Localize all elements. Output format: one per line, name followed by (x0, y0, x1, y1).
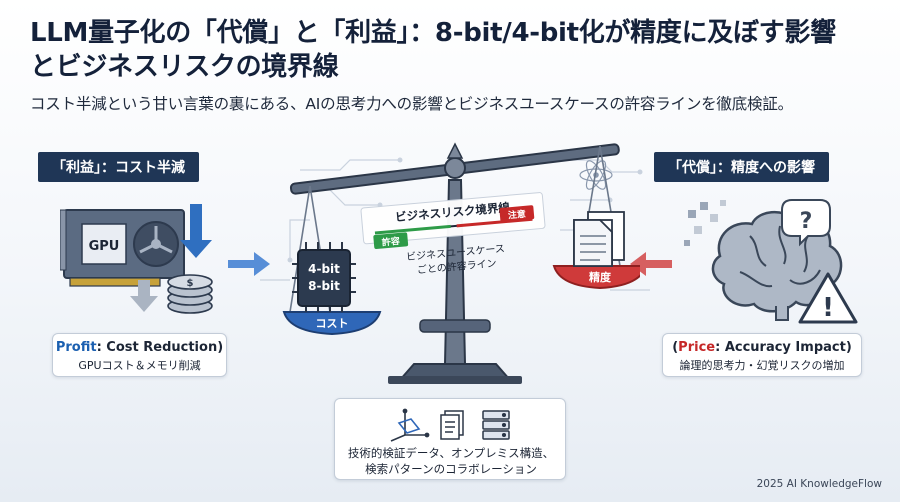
verification-line-2: 検索パターンのコラボレーション (365, 462, 537, 476)
price-heading-rest: : Accuracy Impact) (715, 340, 852, 355)
profit-box-heading: Profit: Cost Reduction) (53, 334, 226, 355)
caution-label: 注意 (507, 208, 526, 222)
brain-icon: ? ! (684, 199, 858, 324)
axes-icon (390, 408, 430, 442)
balance-scale: コスト 4-bit 8-bit 精度 ビジネスリスク境界線 許容 注意 (282, 142, 640, 384)
price-paren: ( (672, 340, 679, 355)
left-pan-label: コスト (316, 317, 349, 330)
chip-icon: 4-bit 8-bit (292, 242, 356, 312)
verification-line-1: 技術的検証データ、オンプレミス構造、 (347, 446, 555, 460)
arrow-right-icon (228, 252, 270, 276)
profit-box: Profit: Cost Reduction) GPUコスト＆メモリ削減 (52, 333, 227, 377)
footer-credit: 2025 AI KnowledgeFlow (756, 478, 882, 490)
profit-accent: Profit (55, 340, 97, 355)
bottom-icons (390, 408, 510, 442)
price-tag: 「代償」：精度への影響 (654, 152, 829, 182)
right-pan (552, 265, 640, 290)
page-subtitle: コスト半減という甘い言葉の裏にある、AIの思考力への影響とビジネスユースケースの… (30, 95, 793, 113)
price-box-sub: 論理的思考力・幻覚リスクの増加 (679, 359, 845, 372)
server-icon (482, 410, 510, 440)
allow-label: 許容 (381, 235, 400, 249)
chip-label-2: 8-bit (308, 279, 340, 293)
chip-label-1: 4-bit (308, 262, 340, 276)
verification-text: 技術的検証データ、オンプレミス構造、 検索パターンのコラボレーション (335, 445, 567, 477)
profit-box-sub: GPUコスト＆メモリ削減 (78, 359, 201, 372)
documents-icon (440, 410, 464, 440)
title-line-2: とビジネスリスクの境界線 (30, 52, 339, 82)
gpu-card-icon: GPU $ (60, 204, 213, 314)
svg-text:$: $ (187, 278, 194, 289)
warning-icon: ! (822, 293, 834, 323)
verification-box: 技術的検証データ、オンプレミス構造、 検索パターンのコラボレーション (334, 398, 566, 480)
gpu-label: GPU (89, 239, 120, 254)
price-accent: Price (678, 340, 716, 355)
document-icon (573, 211, 625, 267)
right-pan-label: 精度 (589, 270, 612, 284)
question-icon: ? (800, 209, 813, 234)
profit-tag: 「利益」：コスト半減 (38, 152, 199, 182)
page-title: LLM量子化の「代償」と「利益」：8-bit/4-bit化が精度に及ぼす影響 と… (30, 16, 880, 84)
price-box-heading: (Price: Accuracy Impact) (663, 334, 861, 355)
title-line-1: LLM量子化の「代償」と「利益」：8-bit/4-bit化が精度に及ぼす影響 (30, 18, 836, 48)
left-pan (282, 311, 382, 336)
price-box: (Price: Accuracy Impact) 論理的思考力・幻覚リスクの増加 (662, 333, 862, 377)
arrow-left-icon (630, 252, 672, 276)
profit-heading-rest: : Cost Reduction) (96, 340, 224, 355)
